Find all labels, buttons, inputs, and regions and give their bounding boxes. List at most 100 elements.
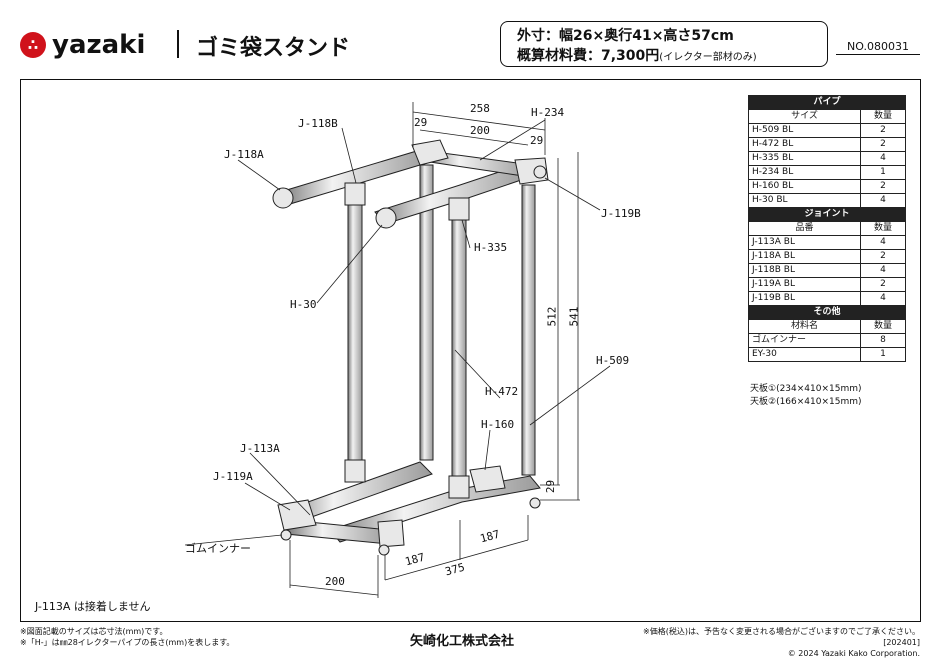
board-2-spec: 天板②(166×410×15mm): [750, 397, 862, 407]
part-name: J-118B BL: [748, 263, 861, 278]
part-name: J-118A BL: [748, 249, 861, 264]
label-h335: H-335: [474, 241, 508, 254]
joint-header-qty: 数量: [860, 221, 906, 236]
j118a-cap-left: [272, 187, 294, 209]
dim-541: 541: [567, 306, 581, 327]
part-qty: 4: [860, 291, 906, 306]
gum-inner-foot-1: [280, 529, 292, 541]
part-qty: 2: [860, 249, 906, 264]
footer-copyright: © 2024 Yazaki Kako Corporation.: [787, 649, 920, 658]
brand-mark-icon: ∴: [20, 32, 46, 58]
part-qty: 4: [860, 235, 906, 250]
brand-name: yazaki: [52, 30, 146, 60]
label-j118a: J-118A: [224, 148, 264, 161]
footer-note-pipe: ※「H-」は㎜28イレクターパイプの長さ(mm)を表します。: [20, 638, 235, 647]
product-title: ゴミ袋スタンド: [196, 36, 351, 61]
label-h30: H-30: [290, 298, 317, 311]
joints: [272, 139, 549, 556]
part-name: ゴムインナー: [748, 333, 861, 348]
post-back-right: [521, 184, 536, 476]
joint-section-title: ジョイント: [748, 207, 906, 222]
part-qty: 2: [860, 277, 906, 292]
j119b-joint-bottom: [469, 465, 506, 493]
dim-29-top-right: 29: [530, 134, 544, 147]
other-header-qty: 数量: [860, 319, 906, 334]
j113a-note: J-113A は接着しません: [35, 600, 151, 613]
part-name: J-119A BL: [748, 277, 861, 292]
j113a-joint-1: [344, 459, 366, 483]
part-qty: 1: [860, 347, 906, 362]
brand-logo: ∴ yazaki: [20, 30, 145, 60]
part-name: H-160 BL: [748, 179, 861, 194]
pipe-header-qty: 数量: [860, 109, 906, 124]
dim-200-top: 200: [470, 124, 490, 137]
pipe-section-title: パイプ: [748, 95, 906, 110]
footer-note-size: ※図面記載のサイズは芯寸法(mm)です。: [20, 627, 168, 636]
part-qty: 2: [860, 137, 906, 152]
label-h509: H-509: [596, 354, 630, 367]
part-qty: 2: [860, 179, 906, 194]
j119a-joint-left: [277, 499, 317, 531]
label-h160: H-160: [481, 418, 515, 431]
other-header-material: 材料名: [748, 319, 861, 334]
label-h472: H-472: [485, 385, 519, 398]
part-name: H-472 BL: [748, 137, 861, 152]
leader-lines: [184, 102, 611, 598]
label-j113a: J-113A: [240, 442, 280, 455]
part-qty: 8: [860, 333, 906, 348]
spec-price: 概算材料費：7,300円(イレクター部材のみ): [517, 45, 757, 65]
part-name: EY-30: [748, 347, 861, 362]
drawing-frame: [20, 79, 921, 622]
gum-inner-foot-2: [378, 544, 390, 556]
j119b-joint-back-left: [411, 139, 449, 166]
spec-dimensions: 外寸：幅26×奥行41×高さ57cm: [517, 28, 734, 44]
part-qty: 1: [860, 165, 906, 180]
part-name: H-30 BL: [748, 193, 861, 208]
board-1-spec: 天板①(234×410×15mm): [750, 384, 862, 394]
other-section-title: その他: [748, 305, 906, 320]
joint-header-part: 品番: [748, 221, 861, 236]
part-name: H-335 BL: [748, 151, 861, 166]
spec-box: [500, 21, 828, 67]
dim-512: 512: [545, 306, 559, 327]
post-back-left: [419, 164, 434, 461]
spec-price-text: 概算材料費：7,300円: [517, 48, 660, 64]
dim-29-top-left: 29: [414, 116, 428, 129]
part-name: J-113A BL: [748, 235, 861, 250]
j113a-joint-2: [448, 475, 470, 499]
model-number: NO.080031: [836, 40, 920, 55]
dim-29-bottom: 29: [544, 479, 558, 494]
pipe-header-size: サイズ: [748, 109, 861, 124]
header-divider: [177, 30, 179, 58]
j118b-joint-2: [448, 197, 470, 221]
company-name: 矢崎化工株式会社: [410, 634, 515, 649]
footer-notes-left: ※図面記載のサイズは芯寸法(mm)です。 ※「H-」は㎜28イレクターパイプの長…: [20, 626, 234, 648]
gum-inner-foot-3: [529, 497, 541, 509]
ey30-fastener: [533, 165, 547, 179]
part-qty: 4: [860, 193, 906, 208]
footer-notes-right: ※価格(税込)は、予告なく変更される場合がございますのでご了承ください。[202…: [620, 626, 920, 659]
j118b-joint-1: [344, 182, 366, 206]
part-qty: 4: [860, 151, 906, 166]
post-front-right: [451, 204, 467, 481]
part-qty: 2: [860, 123, 906, 138]
part-name: H-234 BL: [748, 165, 861, 180]
footer-note-price: ※価格(税込)は、予告なく変更される場合がございますのでご了承ください。[202…: [643, 627, 920, 647]
dim-258: 258: [470, 102, 490, 115]
post-front-left: [347, 189, 363, 466]
